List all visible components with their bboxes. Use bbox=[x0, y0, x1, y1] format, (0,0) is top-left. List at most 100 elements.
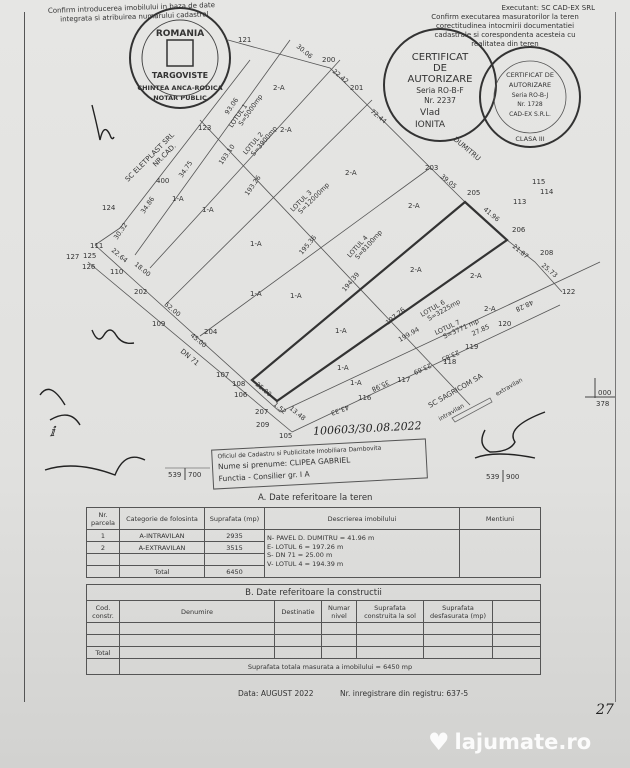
svg-text:123: 123 bbox=[198, 124, 211, 132]
watermark: ♥ lajumate.ro bbox=[428, 728, 591, 756]
svg-text:DN 71: DN 71 bbox=[179, 347, 201, 367]
svg-text:119: 119 bbox=[465, 343, 478, 351]
svg-text:TARGOVISTE: TARGOVISTE bbox=[152, 71, 208, 80]
document-frame bbox=[24, 12, 616, 702]
svg-text:SC ELETPLAST SRLNR.CAD.: SC ELETPLAST SRLNR.CAD. bbox=[124, 131, 183, 190]
svg-text:52.00: 52.00 bbox=[163, 300, 182, 318]
svg-text:193.10: 193.10 bbox=[217, 143, 237, 166]
svg-text:1.52: 1.52 bbox=[272, 400, 288, 415]
svg-text:Seria RO-B-J: Seria RO-B-J bbox=[512, 92, 549, 99]
cell: 2 bbox=[86, 541, 120, 554]
svg-text:CAD-EX S.R.L.: CAD-EX S.R.L. bbox=[509, 111, 551, 118]
svg-text:200: 200 bbox=[322, 56, 335, 64]
svg-text:DE: DE bbox=[433, 63, 447, 74]
svg-text:202: 202 bbox=[134, 288, 147, 296]
authorization-stamp-ionita: CERTIFICAT DE AUTORIZARE Seria RO-B-F Nr… bbox=[383, 28, 497, 142]
cell: Total bbox=[119, 565, 205, 578]
svg-text:107: 107 bbox=[216, 371, 229, 379]
section-b-title: B. Date referitoare la constructii bbox=[86, 584, 541, 601]
table-row bbox=[86, 634, 541, 647]
svg-text:2-A: 2-A bbox=[484, 305, 496, 313]
cell: 1 bbox=[86, 529, 120, 542]
svg-text:2-A: 2-A bbox=[280, 126, 292, 134]
signatures bbox=[39, 104, 546, 476]
authorization-stamp-cadex: CERTIFICAT DE AUTORIZARE Seria RO-B-J Nr… bbox=[479, 46, 581, 148]
grid-coordinates: 539 700 539 900 000 378 bbox=[165, 378, 615, 482]
svg-text:124: 124 bbox=[102, 204, 116, 212]
subject-parcel-outline bbox=[250, 200, 509, 403]
svg-text:127: 127 bbox=[66, 253, 79, 261]
col-header: Suprafata construita la sol bbox=[356, 600, 424, 623]
svg-text:30.06: 30.06 bbox=[295, 42, 314, 60]
mentions-cell bbox=[459, 529, 541, 578]
svg-text:Vlad: Vlad bbox=[420, 108, 440, 118]
svg-text:CHINTEA ANCA-RODICA: CHINTEA ANCA-RODICA bbox=[137, 84, 222, 92]
notary-stamp: ROMANIA TARGOVISTE CHINTEA ANCA-RODICA N… bbox=[129, 7, 231, 109]
svg-text:DUMITRU: DUMITRU bbox=[452, 135, 482, 162]
svg-text:1-A: 1-A bbox=[172, 195, 184, 203]
cell: A-INTRAVILAN bbox=[119, 529, 205, 542]
svg-text:110: 110 bbox=[110, 268, 123, 276]
table-row: 1 A-INTRAVILAN 2935 N- PAVEL D. DUMITRU … bbox=[86, 529, 541, 578]
col-header: Nr. parcela bbox=[86, 507, 120, 530]
desc-line: S- DN 71 = 25.00 m bbox=[267, 551, 333, 559]
svg-text:118: 118 bbox=[443, 358, 456, 366]
svg-text:1-A: 1-A bbox=[290, 292, 302, 300]
svg-text:25.00: 25.00 bbox=[254, 380, 273, 398]
cell: A-EXTRAVILAN bbox=[119, 541, 205, 554]
svg-text:AUTORIZARE: AUTORIZARE bbox=[509, 81, 551, 89]
svg-text:126: 126 bbox=[82, 263, 96, 271]
note-line: Confirm executarea masuratorilor la tere… bbox=[431, 13, 579, 21]
page-number-handwritten: 27 bbox=[596, 702, 614, 718]
cell: 3515 bbox=[204, 541, 265, 554]
note-line: realitatea din teren bbox=[471, 40, 539, 48]
svg-text:1-A: 1-A bbox=[202, 206, 214, 214]
svg-text:208: 208 bbox=[540, 249, 553, 257]
svg-text:197.26: 197.26 bbox=[384, 306, 407, 327]
svg-text:Nr. 1728: Nr. 1728 bbox=[517, 101, 543, 108]
svg-text:IONITA: IONITA bbox=[415, 120, 446, 130]
col-header: Suprafata (mp) bbox=[204, 507, 265, 530]
svg-text:125: 125 bbox=[83, 252, 96, 260]
svg-text:207: 207 bbox=[255, 408, 268, 416]
note-line: cadastrale si corespondenta acesteia cu bbox=[434, 31, 576, 39]
svg-text:539: 539 bbox=[168, 471, 181, 479]
svg-text:900: 900 bbox=[506, 473, 519, 481]
executant-note: Executant: SC CAD-EX SRL Confirm executa… bbox=[415, 4, 595, 49]
svg-text:205: 205 bbox=[467, 189, 480, 197]
svg-text:21.87: 21.87 bbox=[511, 242, 530, 260]
svg-text:AUTORIZARE: AUTORIZARE bbox=[408, 74, 473, 85]
svg-text:13.48: 13.48 bbox=[288, 404, 307, 422]
svg-text:1-A: 1-A bbox=[335, 327, 347, 335]
svg-text:194.39: 194.39 bbox=[340, 271, 361, 294]
svg-text:30.32: 30.32 bbox=[112, 221, 129, 241]
svg-text:193.26: 193.26 bbox=[243, 174, 263, 197]
svg-text:209: 209 bbox=[256, 421, 269, 429]
col-header: Denumire bbox=[119, 600, 275, 623]
svg-text:2-A: 2-A bbox=[410, 266, 422, 274]
svg-text:206: 206 bbox=[512, 226, 526, 234]
cadastral-plan: ROMANIA TARGOVISTE CHINTEA ANCA-RODICA N… bbox=[39, 7, 615, 482]
svg-text:extravilan: extravilan bbox=[495, 377, 525, 398]
svg-text:204: 204 bbox=[204, 328, 218, 336]
svg-text:121: 121 bbox=[238, 36, 251, 44]
svg-text:SC SAGRICOM SA: SC SAGRICOM SA bbox=[427, 372, 484, 410]
svg-text:43.33: 43.33 bbox=[330, 403, 350, 417]
svg-text:NOTAR PUBLIC: NOTAR PUBLIC bbox=[153, 94, 207, 102]
desc-line: N- PAVEL D. DUMITRU = 41.96 m bbox=[267, 534, 375, 542]
svg-text:203: 203 bbox=[425, 164, 438, 172]
desc-line: E- LOTUL 6 = 197.26 m bbox=[267, 542, 344, 551]
total-row: Total 6450 bbox=[86, 565, 541, 578]
cell: 6450 bbox=[204, 565, 265, 578]
table-row: 2 A-EXTRAVILAN 3515 bbox=[86, 541, 541, 554]
svg-text:CERTIFICAT: CERTIFICAT bbox=[412, 52, 469, 63]
svg-text:18.00: 18.00 bbox=[133, 260, 152, 278]
svg-text:114: 114 bbox=[540, 188, 554, 196]
col-header: Mentiuni bbox=[459, 507, 541, 530]
svg-text:2-A: 2-A bbox=[470, 272, 482, 280]
plan-lines bbox=[87, 39, 601, 433]
svg-text:22.64: 22.64 bbox=[110, 246, 129, 264]
category-labels: 2-A 2-A 2-A 2-A 2-A 2-A 2-A 1-A 1-A 1-A … bbox=[172, 84, 496, 387]
svg-text:Nr. 2237: Nr. 2237 bbox=[424, 96, 456, 105]
